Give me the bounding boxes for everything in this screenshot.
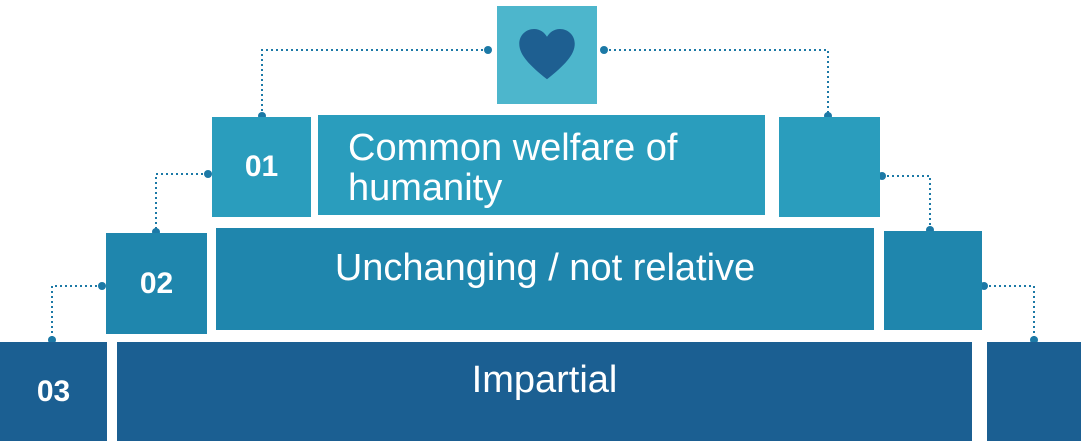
heart-icon — [519, 29, 575, 80]
level-2-right-tile — [884, 231, 982, 330]
level-1-right-tile — [779, 117, 880, 217]
heart-tile — [497, 6, 597, 104]
level-3-number: 03 — [0, 342, 107, 441]
level-1-number: 01 — [212, 117, 311, 217]
level-3-label: Impartial — [117, 342, 972, 441]
level-1-label: Common welfare of humanity — [318, 115, 765, 215]
level-2-label: Unchanging / not relative — [216, 228, 874, 330]
level-3-right-tile — [987, 342, 1081, 441]
level-2-number: 02 — [106, 233, 207, 334]
